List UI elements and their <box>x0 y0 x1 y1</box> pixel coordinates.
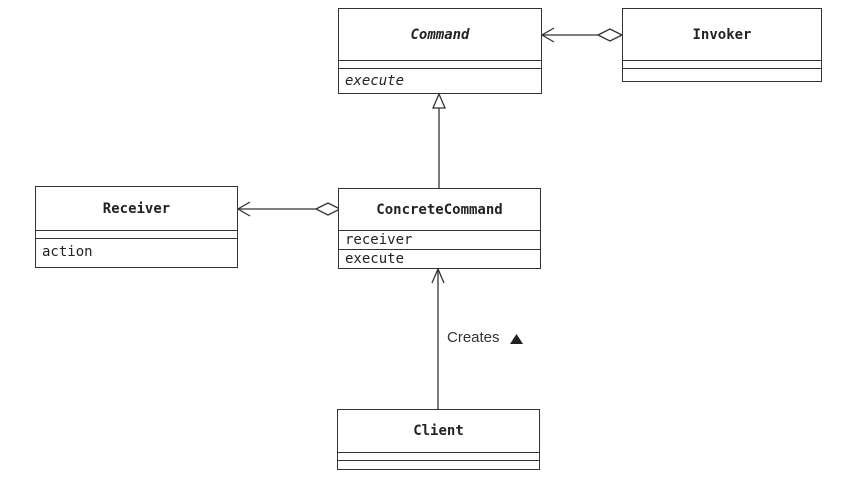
invoker-class[interactable]: Invoker <box>622 8 822 82</box>
client-class[interactable]: Client <box>337 409 540 470</box>
client-attributes <box>338 453 539 461</box>
invoker-class-name: Invoker <box>623 9 821 61</box>
concrete-command-generalization <box>432 92 446 188</box>
command-attributes <box>339 61 541 69</box>
invoker-operations <box>623 69 821 77</box>
command-class[interactable]: Command execute <box>338 8 542 94</box>
command-class-name: Command <box>339 9 541 61</box>
client-concrete-association <box>431 267 445 409</box>
creates-label: Creates <box>447 329 500 346</box>
receiver-class-name: Receiver <box>36 187 237 231</box>
concrete-command-class-name: ConcreteCommand <box>339 189 540 231</box>
creates-direction-icon <box>510 334 523 344</box>
receiver-attributes <box>36 231 237 239</box>
receiver-class[interactable]: Receiver action <box>35 186 238 268</box>
client-class-name: Client <box>338 410 539 453</box>
concrete-receiver-aggregation <box>236 201 342 217</box>
concrete-command-class[interactable]: ConcreteCommand receiver execute <box>338 188 541 269</box>
invoker-attributes <box>623 61 821 69</box>
command-operation-execute: execute <box>345 73 405 89</box>
concrete-command-operation-execute: execute <box>345 251 405 267</box>
invoker-command-aggregation <box>540 27 624 43</box>
receiver-operation-action: action <box>42 244 93 260</box>
client-operations <box>338 461 539 469</box>
concrete-command-attribute-receiver: receiver <box>339 231 540 250</box>
